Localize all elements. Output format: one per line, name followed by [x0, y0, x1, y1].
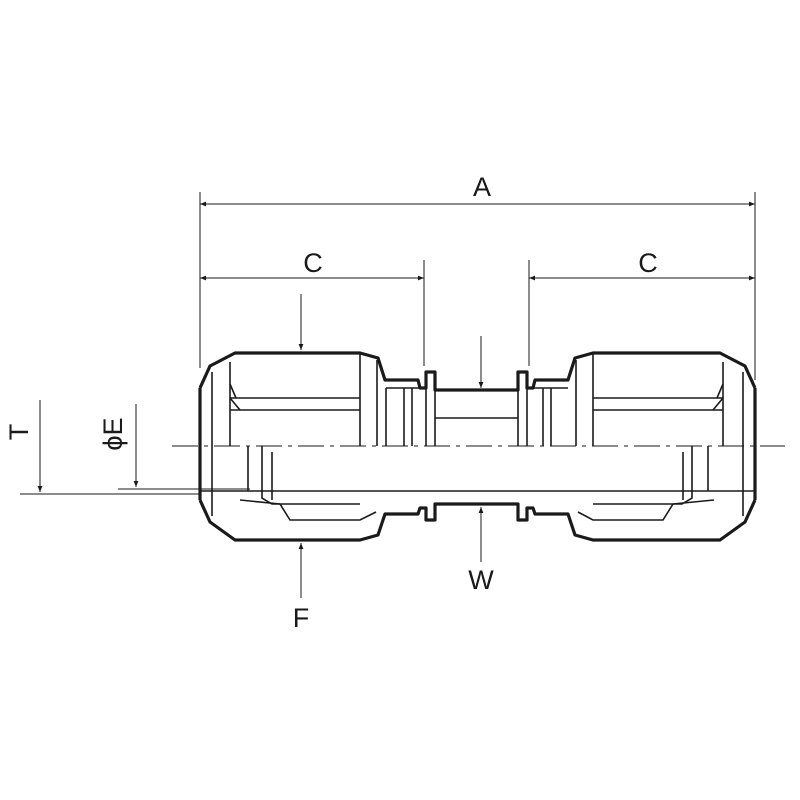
- dimension-t: T: [4, 400, 200, 495]
- label-a: A: [473, 172, 491, 202]
- label-t: T: [4, 424, 34, 441]
- label-w: W: [468, 565, 494, 595]
- dimension-c-right: C: [528, 248, 755, 366]
- label-e: ϕE: [98, 417, 128, 450]
- lower-half-section: [200, 446, 755, 521]
- dimension-a: A: [199, 172, 756, 380]
- dimension-c-left: C: [200, 248, 425, 366]
- dimension-f: F: [293, 543, 310, 633]
- fitting-outline: [198, 351, 757, 542]
- label-c-left: C: [303, 248, 323, 278]
- outer-contour-top: [198, 351, 757, 392]
- label-c-right: C: [638, 248, 658, 278]
- dimension-e: ϕE: [98, 404, 250, 490]
- dimension-w: W: [468, 507, 494, 595]
- upper-half-details: [229, 353, 724, 446]
- outer-contour-bottom: [198, 499, 757, 542]
- label-f: F: [293, 603, 310, 633]
